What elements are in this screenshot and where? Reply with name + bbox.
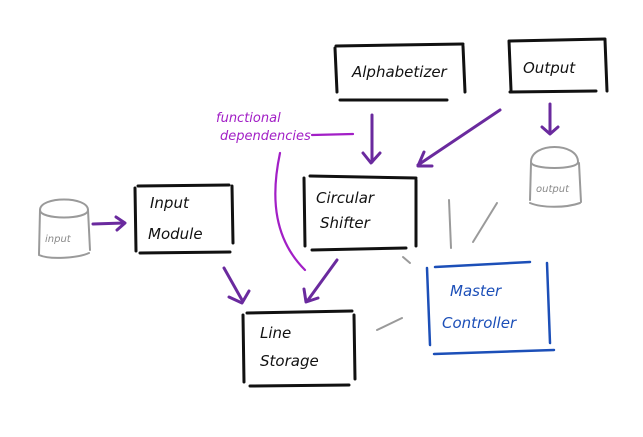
circular-shifter-label-line1: Circular xyxy=(316,189,375,207)
node-line-storage[interactable]: Line Storage xyxy=(241,309,357,388)
node-alphabetizer[interactable]: Alphabetizer xyxy=(333,42,467,102)
annotation-pointer-to-arrow xyxy=(310,132,355,137)
arrow-output-to-circular-shifter xyxy=(416,108,502,168)
line-storage-label-line1: Line xyxy=(260,324,291,342)
circular-shifter-label-line2: Shifter xyxy=(320,214,371,232)
annotation-line2: dependencies xyxy=(220,129,311,144)
line-storage-label-line2: Storage xyxy=(260,352,319,370)
arrow-output-to-output-store xyxy=(540,102,560,136)
master-controller-label-line2: Controller xyxy=(442,314,517,332)
node-circular-shifter[interactable]: Circular Shifter xyxy=(302,174,418,252)
control-line-to-line-storage xyxy=(376,317,403,331)
input-module-label-line1: Input xyxy=(150,194,190,212)
node-input-module[interactable]: Input Module xyxy=(133,183,235,255)
arrow-circular-shifter-to-line-storage xyxy=(302,258,339,304)
arrow-input-module-to-line-storage xyxy=(222,266,251,305)
node-output[interactable]: Output xyxy=(507,37,609,94)
control-lines xyxy=(376,199,498,331)
control-line-vertical xyxy=(448,199,452,249)
output-label: Output xyxy=(523,59,576,77)
output-data-store: output xyxy=(529,146,582,208)
alphabetizer-label: Alphabetizer xyxy=(351,63,448,81)
annotation-line1: functional xyxy=(216,111,281,126)
input-module-label-line2: Module xyxy=(148,225,203,243)
input-data-store: input xyxy=(38,198,91,259)
control-line-to-circular-shifter xyxy=(402,256,411,264)
control-line-to-output xyxy=(472,202,498,243)
arrow-alphabetizer-to-circular-shifter xyxy=(361,113,382,165)
master-controller-label-line1: Master xyxy=(450,282,502,300)
input-store-label: input xyxy=(45,234,72,245)
annotation-pointer-to-line-storage-arrow xyxy=(274,151,307,272)
output-store-label: output xyxy=(536,184,570,195)
annotation-functional-dependencies: functional dependencies xyxy=(216,111,355,272)
arrow-input-store-to-input-module xyxy=(91,215,127,232)
node-master-controller[interactable]: Master Controller xyxy=(425,260,556,356)
